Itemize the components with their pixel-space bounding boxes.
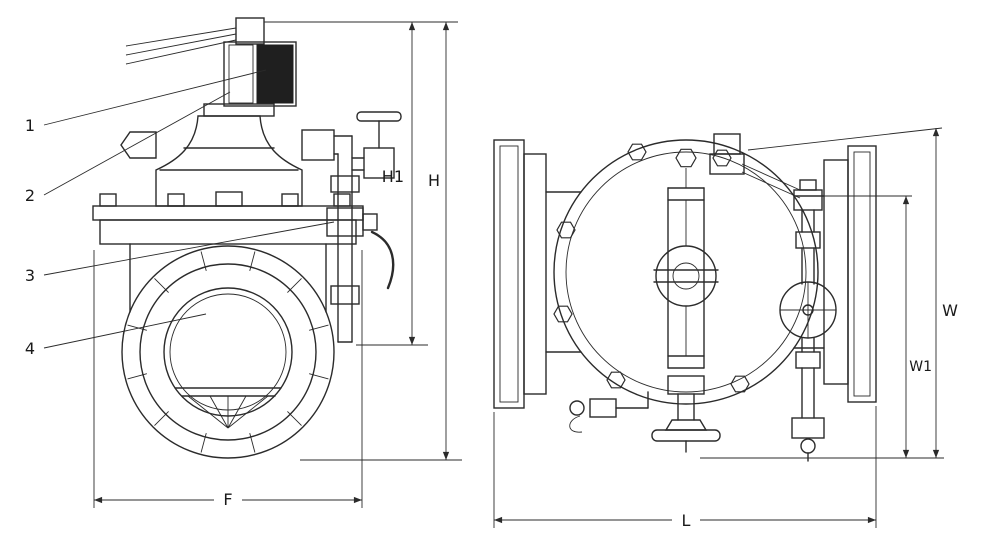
front-view-dimensions: H1 H F — [93, 21, 462, 509]
bottom-handwheel-assembly — [651, 375, 721, 453]
sight-glass — [655, 245, 717, 307]
body-circle — [553, 139, 819, 405]
side-view: W W1 L — [493, 127, 958, 530]
side-view-dimensions: W W1 L — [493, 127, 958, 530]
dim-l-label: L — [682, 511, 691, 530]
bottom-handwheel — [651, 429, 721, 442]
bolt-hole-ticks — [127, 251, 329, 453]
drain-fitting — [569, 391, 649, 433]
top-hex-nut — [675, 148, 697, 168]
handwheel — [356, 111, 402, 122]
dim-f-label: F — [223, 490, 232, 509]
callout-2: 2 — [25, 186, 35, 205]
callouts: 1 2 3 4 — [25, 69, 335, 358]
callout-4: 4 — [25, 339, 35, 358]
dim-h-label: H — [428, 171, 440, 190]
center-stem-assembly — [653, 133, 801, 369]
callout-1: 1 — [25, 116, 35, 135]
diaphragm-fan — [174, 387, 282, 429]
rim-bolts — [553, 143, 750, 393]
body-flange-face — [121, 245, 335, 459]
dim-w1-label: W1 — [909, 359, 932, 375]
left-flange — [493, 139, 582, 409]
callout-3: 3 — [25, 266, 35, 285]
front-view: 1 2 3 4 H1 H F — [25, 17, 462, 509]
right-flange — [793, 145, 877, 403]
dim-w-label: W — [942, 301, 958, 320]
solenoid-coil — [125, 17, 297, 117]
pilot-valve-column — [779, 179, 837, 462]
valve-bonnet — [120, 115, 335, 207]
pilot-piping-assembly — [326, 111, 402, 343]
dim-h1-label: H1 — [382, 167, 404, 186]
bonnet-flange — [92, 191, 364, 313]
lever-handle — [370, 230, 395, 290]
